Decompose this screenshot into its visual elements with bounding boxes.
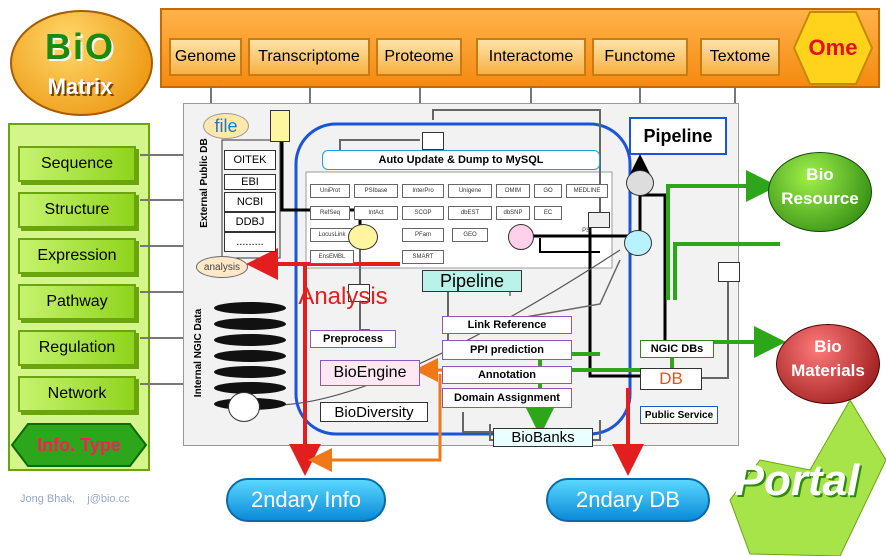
info-type-regulation[interactable]: Regulation	[18, 330, 136, 366]
db-cell-psi: PSI	[582, 228, 592, 234]
process-link-reference[interactable]: Link Reference	[442, 316, 572, 334]
internal-data-circle	[228, 392, 260, 422]
public-service-box[interactable]: Public Service	[640, 406, 718, 424]
external-db-label: External Public DB	[198, 138, 210, 228]
db-cell-refseq: RefSeq	[310, 206, 350, 220]
portal-label[interactable]: Portal	[734, 456, 860, 505]
process-ppi-prediction[interactable]: PPI prediction	[442, 340, 572, 360]
biodiversity-box[interactable]: BioDiversity	[320, 402, 428, 422]
info-type-sequence[interactable]: Sequence	[18, 146, 136, 182]
internal-data-disk	[214, 318, 286, 330]
omics-genome[interactable]: Genome	[169, 38, 242, 76]
db-cell-ensembl: EnsEMBL	[310, 250, 354, 264]
internal-db-label: Internal NGIC Data	[192, 308, 204, 398]
db-cell-unigene: Unigene	[448, 184, 492, 198]
db-box[interactable]: DB	[640, 368, 702, 390]
info-type-diamond	[10, 423, 148, 467]
analysis-label[interactable]: Analysis	[298, 283, 388, 310]
bio-materials-line2[interactable]: Materials	[791, 361, 865, 380]
secondary-db-button[interactable]: 2ndary DB	[546, 478, 710, 522]
logo-matrix: Matrix	[47, 74, 113, 99]
ome-label[interactable]: Ome	[808, 35, 858, 60]
db-cell-omim: OMIM	[496, 184, 530, 198]
db-cell-dbest: dbEST	[448, 206, 492, 220]
process-annotation[interactable]: Annotation	[442, 366, 572, 384]
info-type-network[interactable]: Network	[18, 376, 136, 412]
process-domain-assignment[interactable]: Domain Assignment	[442, 388, 572, 408]
omics-proteome[interactable]: Proteome	[376, 38, 462, 76]
node-square	[718, 262, 740, 282]
internal-data-disk	[214, 382, 286, 394]
file-oval[interactable]: file	[203, 113, 249, 139]
auto-update-bar[interactable]: Auto Update & Dump to MySQL	[322, 150, 600, 170]
db-cell-dbsnp: dbSNP	[496, 206, 530, 220]
internal-data-disk	[214, 366, 286, 378]
secondary-info-button[interactable]: 2ndary Info	[226, 478, 386, 522]
ome-hexagon	[792, 11, 874, 85]
logo-bio: BiO	[44, 26, 115, 67]
bio-resource-line2[interactable]: Resource	[781, 189, 859, 208]
db-cell-medline: MEDLINE	[566, 184, 608, 198]
info-type-structure[interactable]: Structure	[18, 192, 136, 228]
db-cell-uniprot: UniProt	[310, 184, 350, 198]
internal-data-disk	[214, 302, 286, 314]
note-icon	[270, 110, 290, 142]
bio-materials-sphere	[776, 324, 880, 404]
info-type-label[interactable]: Info. Type	[37, 434, 121, 455]
db-cell-interpro: InterPro	[402, 184, 444, 198]
internal-data-disk	[214, 350, 286, 362]
info-type-pathway[interactable]: Pathway	[18, 284, 136, 320]
pipeline-title[interactable]: Pipeline	[643, 125, 713, 146]
omics-textome[interactable]: Textome	[700, 38, 780, 76]
db-cell-ec: EC	[534, 206, 562, 220]
bioengine-box[interactable]: BioEngine	[320, 360, 420, 386]
db-cell-pfam: PFam	[402, 228, 444, 242]
db-cell-intact: IntAct	[354, 206, 398, 220]
external-db-ddbj: DDBJ	[224, 212, 276, 232]
pipeline-label[interactable]: Pipeline	[422, 270, 522, 292]
credit-text: Jong Bhak, j@bio.cc	[20, 493, 130, 505]
external-db-oitek: OITEK	[224, 150, 276, 170]
bio-materials-line1[interactable]: Bio	[814, 337, 842, 356]
node-square	[588, 212, 610, 228]
db-cell-geo: GEO	[452, 228, 488, 242]
analysis-oval[interactable]: analysis	[196, 256, 248, 278]
node-circle	[508, 224, 534, 250]
internal-data-disk	[214, 334, 286, 346]
omics-transcriptome[interactable]: Transcriptome	[248, 38, 370, 76]
bio-resource-sphere	[768, 152, 872, 232]
node-circle	[348, 224, 378, 250]
external-db-more: .........	[224, 232, 276, 252]
bio-resource-line1[interactable]: Bio	[806, 165, 834, 184]
node-square	[348, 284, 370, 302]
db-cell-smart: SMART	[402, 250, 444, 264]
process-preprocess[interactable]: Preprocess	[310, 330, 396, 348]
node-circle	[624, 230, 652, 256]
portal-arrow	[729, 400, 886, 556]
db-cell-psibase: PSIbase	[354, 184, 398, 198]
omics-functome[interactable]: Functome	[592, 38, 688, 76]
bio-matrix-logo	[10, 10, 153, 116]
info-type-expression[interactable]: Expression	[18, 238, 136, 274]
db-cell-go: GO	[534, 184, 562, 198]
external-db-ebi: EBI	[224, 174, 276, 190]
biobanks-box[interactable]: BioBanks	[493, 428, 593, 447]
node-circle	[626, 170, 654, 196]
omics-interactome[interactable]: Interactome	[476, 38, 586, 76]
db-cell-scop: SCOP	[402, 206, 444, 220]
node-square	[422, 132, 444, 150]
ngic-dbs-box[interactable]: NGIC DBs	[640, 340, 714, 358]
external-db-ncbi: NCBI	[224, 192, 276, 212]
